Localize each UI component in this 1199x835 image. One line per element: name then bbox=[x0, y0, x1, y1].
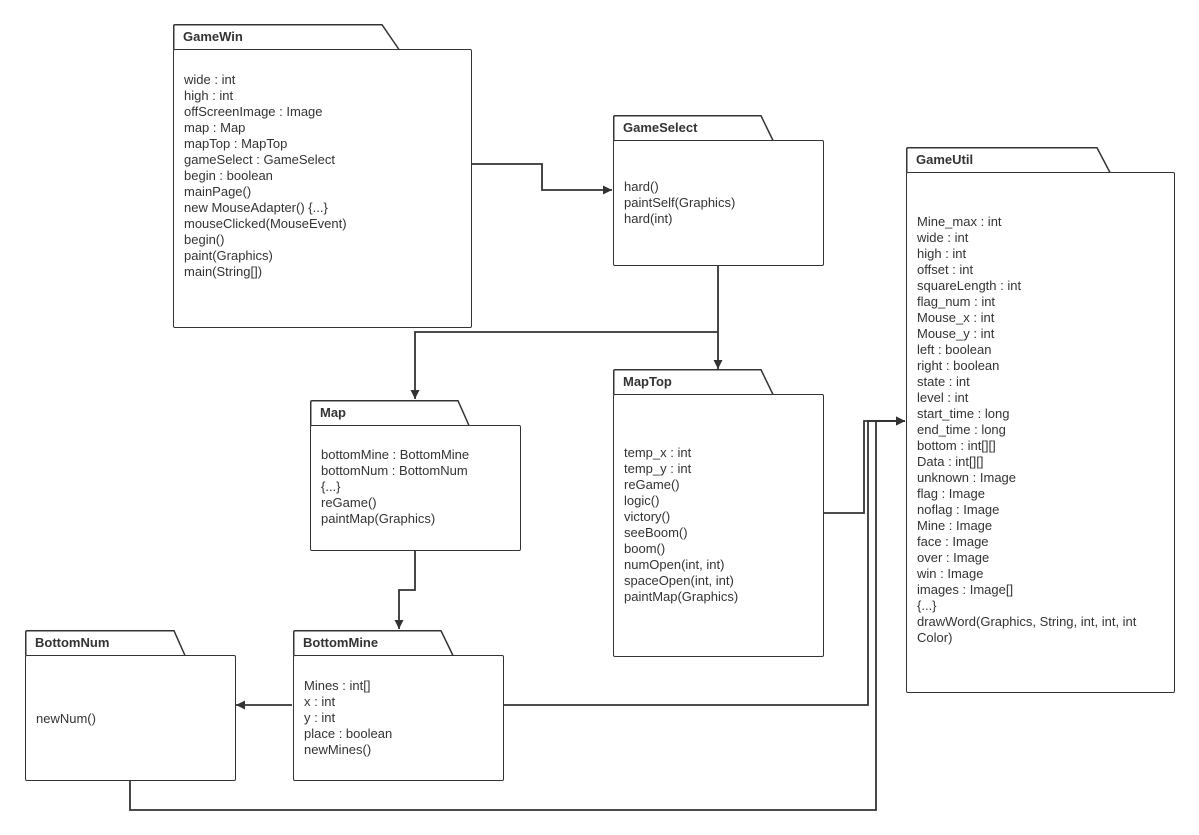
member: mouseClicked(MouseEvent) bbox=[184, 216, 347, 231]
member: flag_num : int bbox=[917, 294, 996, 309]
member: Mines : int[] bbox=[304, 678, 371, 693]
member: mapTop : MapTop bbox=[184, 136, 288, 151]
member: logic() bbox=[624, 493, 660, 508]
member: over : Image bbox=[917, 550, 990, 565]
member: right : boolean bbox=[917, 358, 1000, 373]
member: high : int bbox=[917, 246, 967, 261]
member: Data : int[][] bbox=[917, 454, 984, 469]
class-tab-shape bbox=[173, 24, 400, 50]
connector-gamewin-to-gameselect bbox=[472, 163, 612, 195]
member: gameSelect : GameSelect bbox=[184, 152, 336, 167]
member: victory() bbox=[624, 509, 671, 524]
member: start_time : long bbox=[917, 406, 1010, 421]
member: numOpen(int, int) bbox=[624, 557, 725, 572]
class-name: MapTop bbox=[623, 374, 672, 389]
member: offScreenImage : Image bbox=[184, 104, 323, 119]
member-list: newNum() bbox=[36, 711, 96, 727]
class-name: BottomMine bbox=[303, 635, 379, 650]
member: high : int bbox=[184, 88, 234, 103]
member: paintSelf(Graphics) bbox=[624, 195, 736, 210]
member: Mouse_x : int bbox=[917, 310, 995, 325]
class-tab-shape bbox=[906, 147, 1111, 173]
member: paintMap(Graphics) bbox=[624, 589, 739, 604]
member: begin() bbox=[184, 232, 225, 247]
member: new MouseAdapter() {...} bbox=[184, 200, 328, 215]
member: flag : Image bbox=[917, 486, 985, 501]
class-name: GameSelect bbox=[623, 120, 698, 135]
member: {...} bbox=[917, 598, 937, 613]
class-tab-shape bbox=[293, 630, 454, 656]
member: spaceOpen(int, int) bbox=[624, 573, 734, 588]
member: face : Image bbox=[917, 534, 989, 549]
member: newMines() bbox=[304, 742, 372, 757]
member: paintMap(Graphics) bbox=[321, 511, 436, 526]
member: Mine : Image bbox=[917, 518, 993, 533]
member: drawWord(Graphics, String, int, int, int bbox=[917, 614, 1137, 629]
member: seeBoom() bbox=[624, 525, 688, 540]
member: wide : int bbox=[184, 72, 236, 87]
class-name: Map bbox=[320, 405, 346, 420]
connector-map-to-bottommine bbox=[394, 551, 416, 629]
connector-maptop-to-gameutil bbox=[824, 416, 905, 514]
member: win : Image bbox=[917, 566, 984, 581]
member: begin : boolean bbox=[184, 168, 273, 183]
member: temp_x : int bbox=[624, 445, 692, 460]
member: state : int bbox=[917, 374, 970, 389]
class-name: GameWin bbox=[183, 29, 243, 44]
member: squareLength : int bbox=[917, 278, 1022, 293]
member: left : boolean bbox=[917, 342, 992, 357]
member: place : boolean bbox=[304, 726, 393, 741]
member: newNum() bbox=[36, 711, 96, 726]
member-list: Mine_max : int wide : int high : int off… bbox=[917, 214, 1136, 646]
member: bottomNum : BottomNum bbox=[321, 463, 468, 478]
member: hard() bbox=[624, 179, 659, 194]
member: reGame() bbox=[321, 495, 377, 510]
connector-bottomnum-to-gameutil bbox=[129, 416, 905, 811]
member: hard(int) bbox=[624, 211, 673, 226]
member-list: wide : int high : int offScreenImage : I… bbox=[184, 72, 347, 280]
member: level : int bbox=[917, 390, 969, 405]
class-name: BottomNum bbox=[35, 635, 110, 650]
class-tab-shape bbox=[613, 115, 774, 141]
member: Mine_max : int bbox=[917, 214, 1002, 229]
member-list: hard() paintSelf(Graphics) hard(int) bbox=[624, 179, 735, 227]
class-tab-shape bbox=[310, 400, 470, 426]
member: x : int bbox=[304, 694, 336, 709]
member: images : Image[] bbox=[917, 582, 1014, 597]
member: y : int bbox=[304, 710, 336, 725]
member: offset : int bbox=[917, 262, 974, 277]
member: temp_y : int bbox=[624, 461, 692, 476]
member: Color) bbox=[917, 630, 953, 645]
member-list: temp_x : int temp_y : int reGame() logic… bbox=[624, 445, 738, 605]
member: wide : int bbox=[917, 230, 969, 245]
class-name: GameUtil bbox=[916, 152, 974, 167]
member-list: bottomMine : BottomMine bottomNum : Bott… bbox=[321, 447, 469, 527]
member: main(String[]) bbox=[184, 264, 263, 279]
member: {...} bbox=[321, 479, 341, 494]
member: bottom : int[][] bbox=[917, 438, 996, 453]
member: bottomMine : BottomMine bbox=[321, 447, 470, 462]
member: map : Map bbox=[184, 120, 246, 135]
class-tab-shape bbox=[25, 630, 186, 656]
connector-gameselect-to-map bbox=[410, 331, 718, 399]
class-tab-shape bbox=[613, 369, 774, 395]
member: noflag : Image bbox=[917, 502, 1000, 517]
member: reGame() bbox=[624, 477, 680, 492]
member: Mouse_y : int bbox=[917, 326, 995, 341]
member-list: Mines : int[] x : int y : int place : bo… bbox=[304, 678, 392, 758]
member: paint(Graphics) bbox=[184, 248, 273, 263]
member: unknown : Image bbox=[917, 470, 1017, 485]
member: end_time : long bbox=[917, 422, 1006, 437]
member: boom() bbox=[624, 541, 666, 556]
member: mainPage() bbox=[184, 184, 252, 199]
